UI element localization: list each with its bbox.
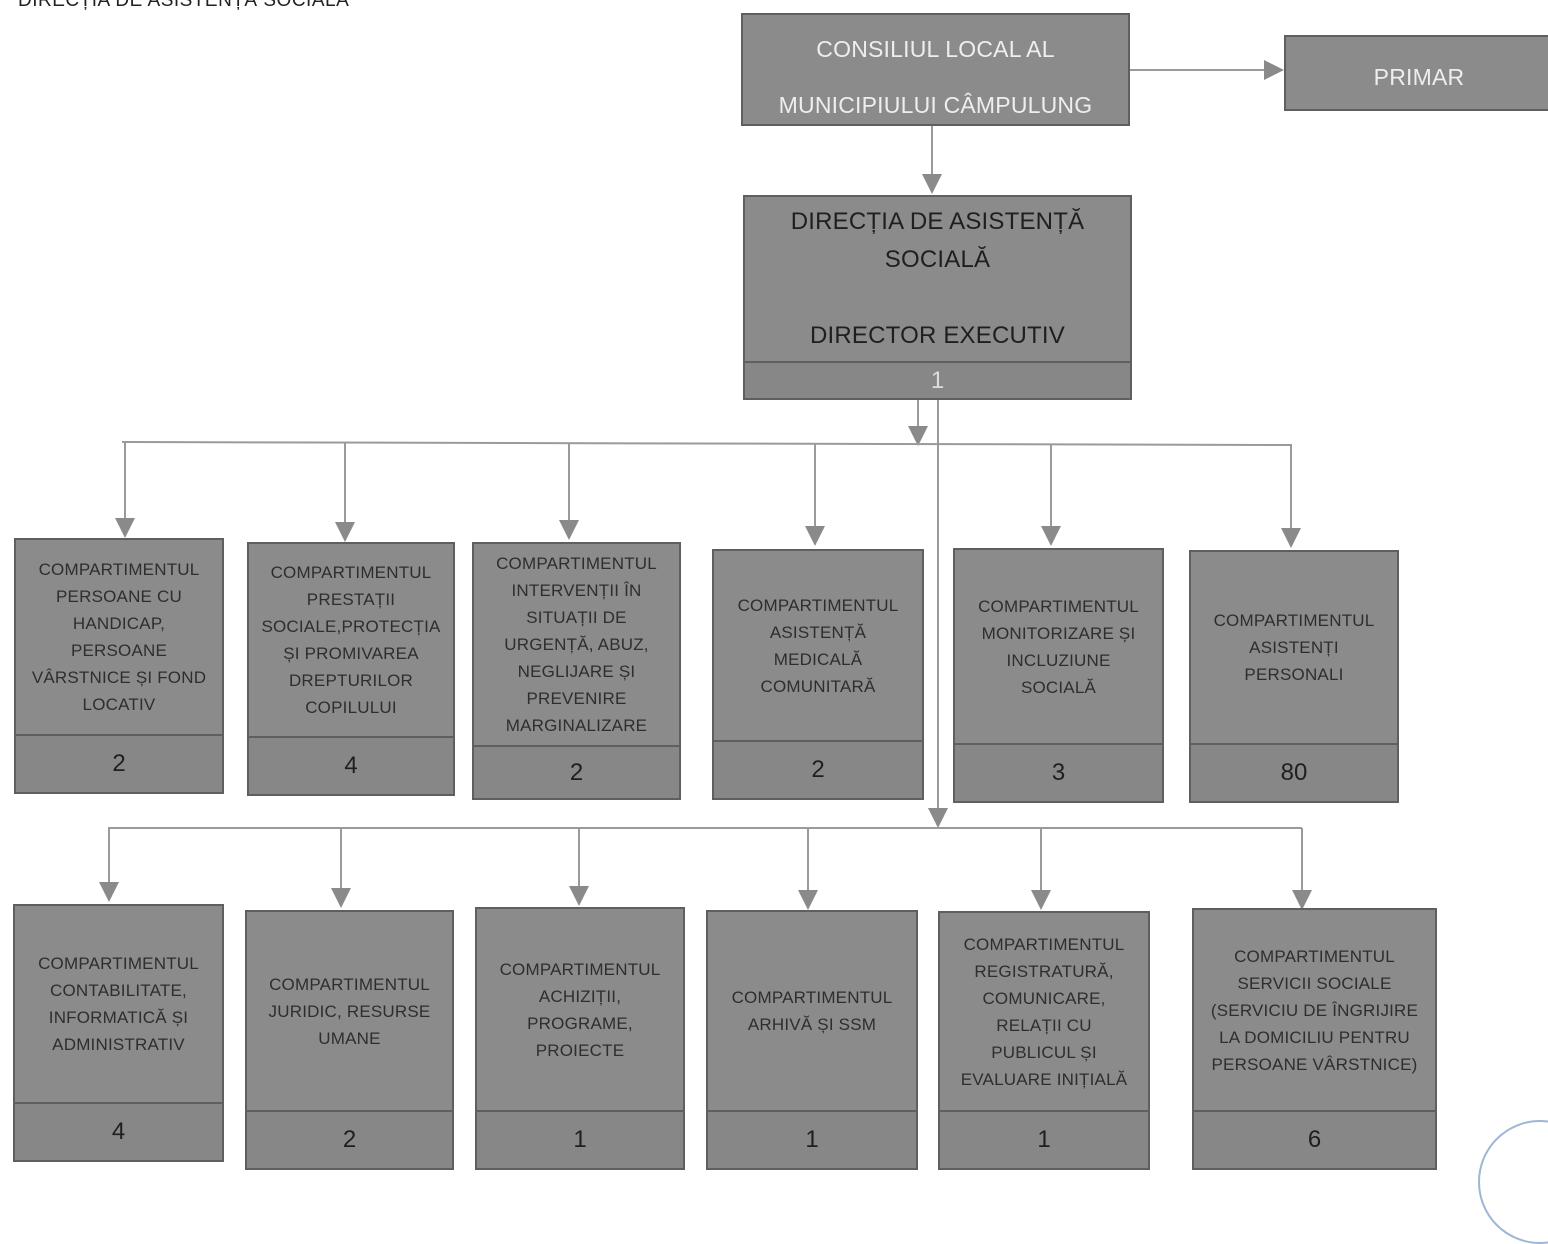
department-staff-count: 3 bbox=[955, 743, 1162, 801]
department-box-procurement-programs-projects: COMPARTIMENTUL ACHIZIȚII, PROGRAME, PROI… bbox=[475, 907, 685, 1170]
local-council-box: CONSILIUL LOCAL AL MUNICIPIULUI CÂMPULUN… bbox=[741, 13, 1130, 126]
department-box-disability-elderly-housing: COMPARTIMENTUL PERSOANE CU HANDICAP, PER… bbox=[14, 538, 224, 794]
department-label: COMPARTIMENTUL REGISTRATURĂ, COMUNICARE,… bbox=[960, 934, 1128, 1089]
department-label: COMPARTIMENTUL INTERVENȚII ÎN SITUAȚII D… bbox=[496, 554, 657, 735]
department-staff-count: 1 bbox=[940, 1110, 1148, 1168]
department-label: COMPARTIMENTUL CONTABILITATE, INFORMATIC… bbox=[38, 954, 199, 1054]
department-box-community-medical-assistance: COMPARTIMENTUL ASISTENȚĂ MEDICALĂ COMUNI… bbox=[712, 549, 924, 800]
department-box-monitoring-social-inclusion: COMPARTIMENTUL MONITORIZARE ȘI INCLUZIUN… bbox=[953, 548, 1164, 803]
department-staff-count: 1 bbox=[477, 1110, 683, 1168]
connector-lines bbox=[99, 60, 1312, 910]
department-box-social-benefits-child-protection: COMPARTIMENTUL PRESTAȚII SOCIALE,PROTECȚ… bbox=[247, 542, 455, 796]
department-label: COMPARTIMENTUL MONITORIZARE ȘI INCLUZIUN… bbox=[978, 596, 1139, 697]
department-staff-count: 2 bbox=[714, 740, 922, 798]
department-label: COMPARTIMENTUL ASISTENȚI PERSONALI bbox=[1213, 611, 1375, 684]
department-staff-count: 6 bbox=[1194, 1110, 1435, 1168]
department-label: COMPARTIMENTUL JURIDIC, RESURSE UMANE bbox=[268, 974, 431, 1048]
executive-director-count: 1 bbox=[745, 361, 1130, 398]
department-staff-count: 4 bbox=[15, 1102, 222, 1160]
department-label: COMPARTIMENTUL ACHIZIȚII, PROGRAME, PROI… bbox=[499, 959, 661, 1060]
department-box-emergency-abuse-neglect: COMPARTIMENTUL INTERVENȚII ÎN SITUAȚII D… bbox=[472, 542, 681, 800]
department-staff-count: 4 bbox=[249, 736, 453, 794]
department-label: COMPARTIMENTUL PERSOANE CU HANDICAP, PER… bbox=[31, 560, 207, 714]
local-council-label: CONSILIUL LOCAL AL MUNICIPIULUI CÂMPULUN… bbox=[778, 36, 1093, 118]
department-staff-count: 80 bbox=[1191, 743, 1397, 801]
page-title: DIRECȚIA DE ASISTENȚĂ SOCIALĂ bbox=[18, 0, 350, 11]
department-label: COMPARTIMENTUL PRESTAȚII SOCIALE,PROTECȚ… bbox=[261, 563, 441, 717]
department-staff-count: 1 bbox=[708, 1110, 916, 1168]
row1-bus-line bbox=[121, 441, 1293, 446]
department-box-accounting-it-administrative: COMPARTIMENTUL CONTABILITATE, INFORMATIC… bbox=[13, 904, 224, 1162]
department-box-legal-human-resources: COMPARTIMENTUL JURIDIC, RESURSE UMANE 2 bbox=[245, 910, 454, 1170]
department-label: COMPARTIMENTUL SERVICII SOCIALE (SERVICI… bbox=[1210, 946, 1419, 1074]
department-box-personal-assistants: COMPARTIMENTUL ASISTENȚI PERSONALI 80 bbox=[1189, 550, 1399, 803]
department-box-archive-ssm: COMPARTIMENTUL ARHIVĂ ȘI SSM 1 bbox=[706, 910, 918, 1170]
department-label: COMPARTIMENTUL ASISTENȚĂ MEDICALĂ COMUNI… bbox=[737, 595, 899, 696]
department-staff-count: 2 bbox=[474, 745, 679, 798]
department-staff-count: 2 bbox=[16, 734, 222, 792]
department-box-registry-communication-public-relations: COMPARTIMENTUL REGISTRATURĂ, COMUNICARE,… bbox=[938, 911, 1150, 1170]
mayor-label: PRIMAR bbox=[1373, 64, 1465, 90]
department-staff-count: 2 bbox=[247, 1110, 452, 1168]
department-label: COMPARTIMENTUL ARHIVĂ ȘI SSM bbox=[731, 988, 893, 1034]
executive-director-label: DIRECȚIA DE ASISTENȚĂ SOCIALĂ DIRECTOR E… bbox=[790, 208, 1085, 349]
mayor-box: PRIMAR bbox=[1284, 35, 1548, 111]
department-box-social-services-home-care: COMPARTIMENTUL SERVICII SOCIALE (SERVICI… bbox=[1192, 908, 1437, 1170]
executive-director-box: DIRECȚIA DE ASISTENȚĂ SOCIALĂ DIRECTOR E… bbox=[743, 195, 1132, 400]
